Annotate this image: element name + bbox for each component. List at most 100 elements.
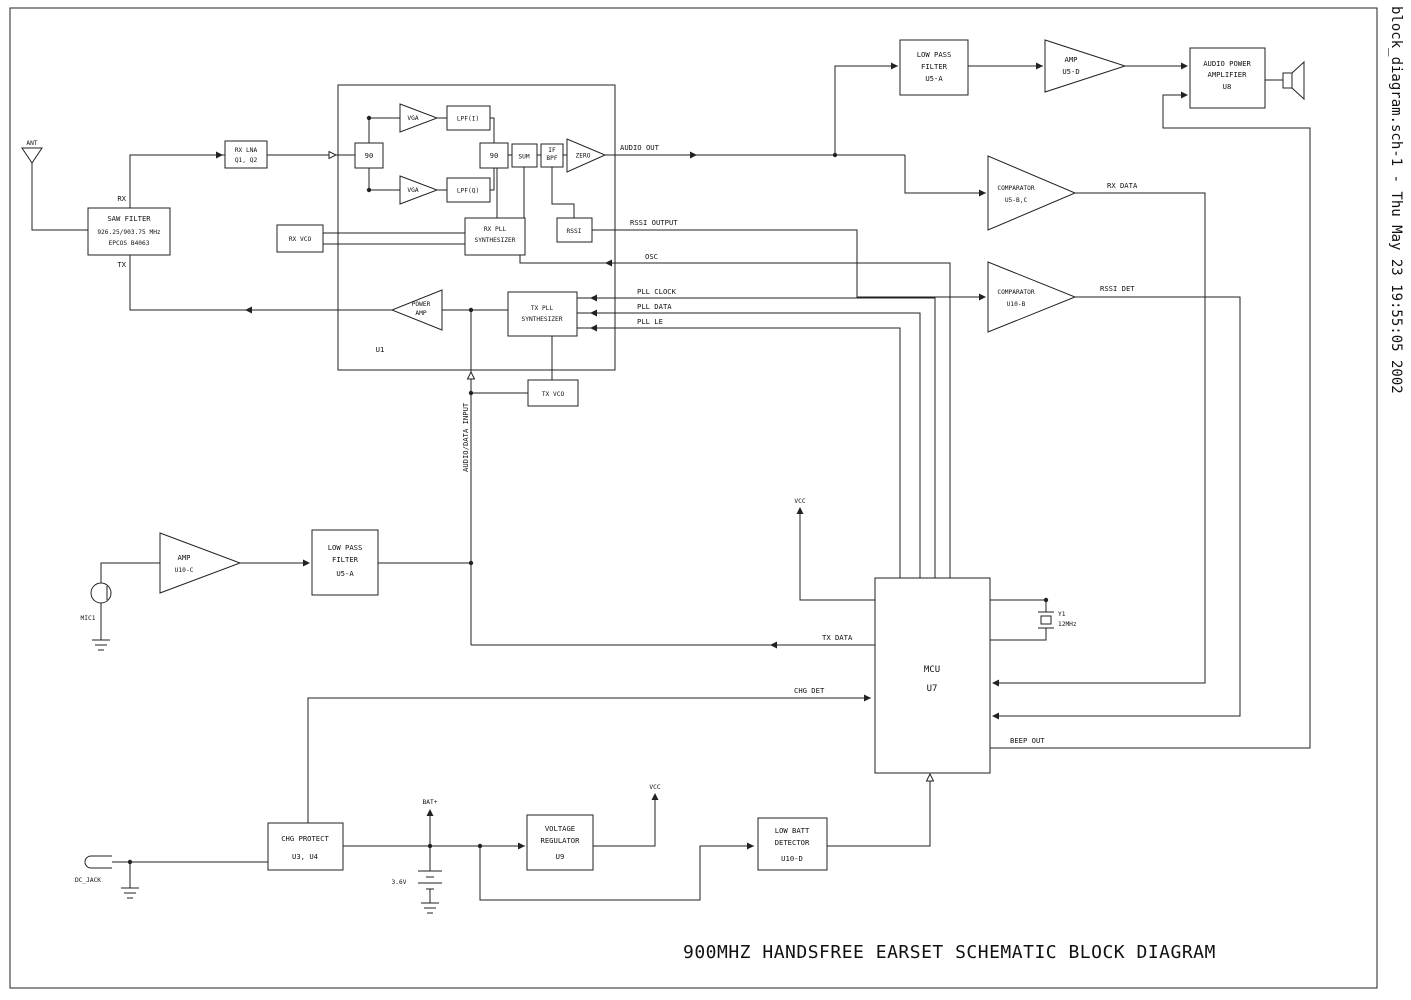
lpf-top-label: LOW PASS — [917, 50, 952, 59]
comparator-u10b — [987, 261, 1077, 333]
wire-rx-data — [994, 192, 1206, 684]
rx-pll-label2: SYNTHESIZER — [475, 237, 516, 244]
crystal-icon — [1038, 611, 1054, 629]
arrow-beep-into-audio-amp — [1181, 91, 1188, 99]
arrow-vcc-top — [796, 507, 804, 514]
arrow-into-vreg — [518, 842, 525, 850]
audio-power-amp-block — [1189, 47, 1266, 109]
vcc-label: VCC — [649, 784, 660, 791]
arrow-pll-data — [590, 309, 597, 317]
rx-vco-block — [276, 224, 324, 253]
audio-out-label: AUDIO OUT — [620, 143, 660, 152]
wire-chg-det — [307, 697, 871, 823]
chg-protect-ref: U3, U4 — [292, 852, 318, 861]
vga-q-amp — [399, 175, 439, 205]
voltage-regulator-ref: U9 — [556, 852, 565, 861]
vga-i-amp — [399, 103, 439, 133]
wire-audio-out — [605, 65, 986, 194]
wires — [31, 65, 1311, 903]
amp-u5d — [1044, 39, 1127, 93]
saw-filter-block — [87, 207, 171, 256]
wire-saw-rx-to-lna — [129, 154, 225, 208]
comparator-u10b-ref: U10-B — [1007, 301, 1026, 308]
tx-data-label: TX DATA — [822, 633, 853, 642]
lpf-top-ref: U5-A — [925, 74, 943, 83]
wire-beep-out — [990, 94, 1311, 749]
arrow-into-lna — [216, 151, 223, 159]
power-amp-label: POWER — [412, 301, 431, 308]
arrow-bat-plus — [426, 809, 434, 816]
arrow-tx-data — [770, 641, 777, 649]
junction-dot — [366, 187, 372, 193]
arrow-osc — [605, 259, 612, 267]
phase-90-label: 90 — [490, 151, 499, 160]
tx-pll-label2: SYNTHESIZER — [522, 316, 563, 323]
pll-le-label: PLL LE — [637, 317, 663, 326]
arrow-into-lowbatt — [747, 842, 754, 850]
rssi-label: RSSI — [567, 228, 582, 235]
crystal-ref-label: Y1 — [1058, 611, 1066, 618]
symbols — [21, 60, 1305, 914]
comparator-u5bc-ref: U5-B,C — [1005, 197, 1028, 204]
ground-icon — [121, 887, 139, 899]
wire-rssi-det — [994, 296, 1241, 717]
junction-dot — [832, 152, 838, 158]
chg-protect-label: CHG PROTECT — [281, 834, 329, 843]
wire-pll-le — [577, 327, 901, 578]
wire-vreg-to-vcc — [593, 800, 656, 847]
audio-data-input-label: AUDIO/DATA INPUT — [461, 402, 470, 472]
tx-vco-block — [527, 379, 579, 407]
battery-voltage-label: 3.6V — [392, 879, 407, 886]
if-bpf-label: IF — [548, 147, 556, 154]
osc-label: OSC — [645, 252, 658, 261]
plot-stamp: block_diagram.sch-1 - Thu May 23 19:55:0… — [1388, 6, 1404, 394]
low-batt-ref: U10-D — [781, 854, 803, 863]
junction-dots — [127, 115, 1049, 865]
rssi-block — [556, 217, 593, 243]
arrow-into-lpf-mid — [303, 559, 310, 567]
speaker-icon — [1282, 72, 1293, 89]
lpf-i-block — [446, 105, 491, 131]
vga-q-label: VGA — [407, 187, 418, 194]
phase-90-block — [354, 142, 384, 169]
tx-label: TX — [117, 260, 126, 269]
pll-clock-label: PLL CLOCK — [637, 287, 677, 296]
port-arrow-u1-input — [328, 150, 338, 160]
junction-dot — [366, 115, 372, 121]
page-title: 900MHZ HANDSFREE EARSET SCHEMATIC BLOCK … — [683, 942, 1216, 963]
pll-data-label: PLL DATA — [637, 302, 672, 311]
phase-90-block — [479, 142, 509, 169]
wire-lo-lines — [496, 167, 525, 218]
crystal-body-icon — [1040, 615, 1052, 625]
wire-pll-data — [577, 312, 921, 578]
vga-i-label: VGA — [407, 115, 418, 122]
comparator-u5bc-label: COMPARATOR — [997, 185, 1035, 192]
voltage-regulator-label: VOLTAGE — [545, 824, 575, 833]
amp-u10c-ref: U10-C — [175, 567, 194, 574]
port-arrow-u1-audio-data — [466, 370, 476, 380]
comparator-u10b-label: COMPARATOR — [997, 289, 1035, 296]
low-pass-filter-top-block — [899, 39, 969, 96]
wire-rxvco-to-rxpll — [323, 232, 465, 245]
junction-dot — [427, 843, 433, 849]
rx-vco-label: RX VCO — [289, 236, 312, 243]
if-bpf-block — [540, 143, 564, 168]
dc-jack-icon — [84, 855, 112, 869]
lpf-q-label: LPF(Q) — [457, 188, 479, 195]
u1-rf-block — [337, 84, 616, 371]
saw-filter-label: SAW FILTER — [107, 214, 151, 223]
vcc-label: VCC — [794, 498, 805, 505]
junction-dot — [468, 390, 474, 396]
amp-u10c-label: AMP — [178, 553, 191, 562]
ant-label: ANT — [26, 140, 37, 147]
if-bpf-label2: BPF — [546, 155, 557, 162]
rx-pll-label: RX PLL — [484, 226, 507, 233]
lpf-mid-label2: FILTER — [332, 555, 359, 564]
junction-dot — [468, 307, 474, 313]
mcu-ref: U7 — [927, 684, 938, 694]
labels: SAW FILTER 926.25/903.75 MHz EPCOS B4063… — [26, 6, 1404, 963]
low-pass-filter-mid-block — [311, 529, 379, 596]
lpf-mid-label: LOW PASS — [328, 543, 363, 552]
comparator-u5bc — [987, 155, 1077, 231]
